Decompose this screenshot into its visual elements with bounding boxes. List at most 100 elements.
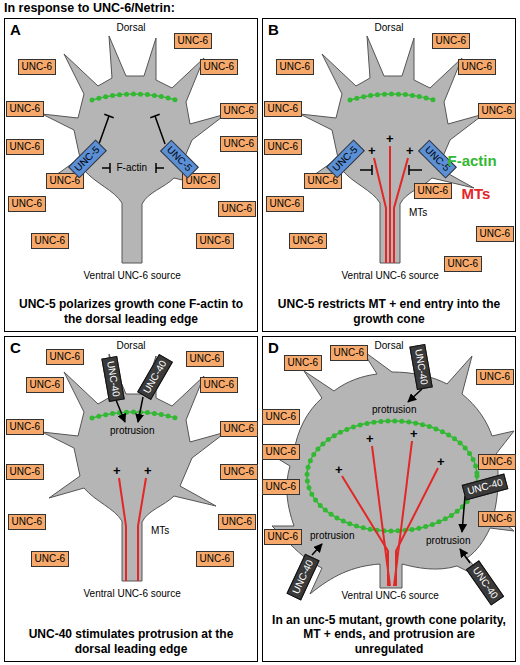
box-label: UNC-6 [224,423,255,434]
axis-label: Dorsal [5,340,257,351]
unc6-ligand-box: UNC-6 [31,551,70,567]
unc40-receptor-box: UNC-40 [466,560,504,605]
box-label: UNC-6 [436,35,467,46]
unc6-ligand-box: UNC-6 [262,409,301,425]
box-label: UNC-6 [268,531,299,542]
box-label: UNC-6 [482,513,513,524]
plus-end-mark: + [437,455,445,468]
box-label: UNC-40 [466,477,504,497]
unc40-receptor-box: UNC-40 [101,356,124,402]
figure-title: In response to UNC-6/Netrin: [4,1,175,16]
annotation-label: protrusion [426,535,470,547]
unc6-ligand-box: UNC-6 [266,196,305,212]
unc6-ligand-box: UNC-6 [276,59,315,75]
unc6-ligand-box: UNC-6 [31,233,70,249]
plus-end-mark: + [368,144,376,157]
unc6-ligand-box: UNC-6 [220,464,259,480]
plus-end-mark: + [386,132,394,145]
plus-end-mark: + [335,463,343,476]
f-actin-line [92,412,176,418]
unc6-ligand-box: UNC-6 [6,139,45,155]
unc40-receptor-box: UNC-40 [462,474,509,501]
box-label: UNC-6 [266,481,297,492]
figure-panel: CDorsalUNC-40 stimulates protrusion at t… [4,336,258,662]
plus-end-mark: + [406,144,414,157]
box-label: UNC-40 [290,558,315,595]
unc40-receptor-box: UNC-40 [286,554,319,601]
box-label: UNC-6 [12,198,43,209]
f-actin-line [92,94,176,100]
unc6-ligand-box: UNC-6 [289,233,328,249]
unc6-ligand-box: UNC-6 [218,514,257,530]
inhibition-bar [109,163,111,173]
box-label: UNC-6 [224,105,255,116]
box-label: UNC-6 [50,175,81,186]
box-label: UNC-6 [482,456,513,467]
microtubule [389,146,391,263]
inhibition-bar [409,169,422,171]
inhibition-bar [155,163,157,173]
box-label: UNC-6 [480,371,511,382]
growth-cone [300,36,484,263]
unc6-ligand-box: UNC-6 [8,514,47,530]
stimulation-arrow [408,389,422,402]
stimulation-arrow [116,400,125,422]
box-label: UNC-6 [418,185,449,196]
inhibition-bar [99,116,109,144]
figure-panel: DDorsalIn an unc-5 mutant, growth cone p… [262,336,516,662]
unc6-ligand-box: UNC-6 [6,419,45,435]
inhibition-bar [150,114,159,117]
unc6-ligand-box: UNC-6 [264,529,303,545]
box-label: UNC-40 [105,360,122,397]
annotation-label: Ventral UNC-6 source [342,590,439,602]
stimulation-arrow [460,549,470,563]
unc6-ligand-box: UNC-6 [414,183,453,199]
unc5-receptor-box: UNC-5 [159,140,198,179]
microtubule [119,478,126,581]
unc6-ligand-box: UNC-6 [196,551,235,567]
unc6-ligand-box: UNC-6 [18,59,57,75]
box-label: UNC-6 [280,61,311,72]
unc40-receptor-box: UNC-40 [137,354,173,400]
annotation-label: Ventral UNC-6 source [84,588,181,600]
unc6-ligand-box: UNC-6 [444,256,483,272]
growth-cone [42,354,226,581]
panel-c-art [42,354,226,581]
panel-b-art [300,36,484,263]
f-actin-beads [92,412,176,418]
unc6-ligand-box: UNC-6 [200,377,239,393]
box-label: UNC-5 [330,144,359,173]
f-actin-line [307,421,477,531]
f-actin-beads [350,94,434,100]
unc6-ligand-box: UNC-6 [186,351,225,367]
box-label: UNC-6 [50,351,81,362]
plus-end-mark: + [410,427,418,440]
stimulation-arrow [116,397,143,422]
unc6-ligand-box: UNC-6 [476,226,515,242]
unc6-ligand-box: UNC-6 [8,196,47,212]
f-actin-beads [307,421,477,531]
f-actin-line [350,94,434,100]
box-label: UNC-6 [482,105,513,116]
inhibition-bar [408,165,410,175]
box-label: UNC-6 [270,198,301,209]
microtubule [394,158,408,263]
annotation-label: protrusion [310,530,354,542]
unc6-ligand-box: UNC-6 [478,103,517,119]
annotation-label: protrusion [110,425,154,437]
annotation-label: Ventral UNC-6 source [84,270,181,282]
legend-swatch: F-actin [448,152,497,169]
axis-label: Dorsal [263,22,515,33]
box-label: UNC-6 [293,235,324,246]
annotation-label: MTs [409,207,427,219]
box-label: UNC-6 [224,466,255,477]
box-label: UNC-6 [308,175,339,186]
microtubule [372,446,390,586]
figure-panel: BDorsalUNC-5 restricts MT + end entry in… [262,18,516,332]
inhibition-bar [360,165,422,175]
box-label: UNC-6 [178,35,209,46]
panel-letter: A [10,21,21,38]
box-label: UNC-6 [12,516,43,527]
annotation-label: F-actin [117,162,148,174]
panel-caption: UNC-5 restricts MT + end entry into the … [269,297,509,326]
